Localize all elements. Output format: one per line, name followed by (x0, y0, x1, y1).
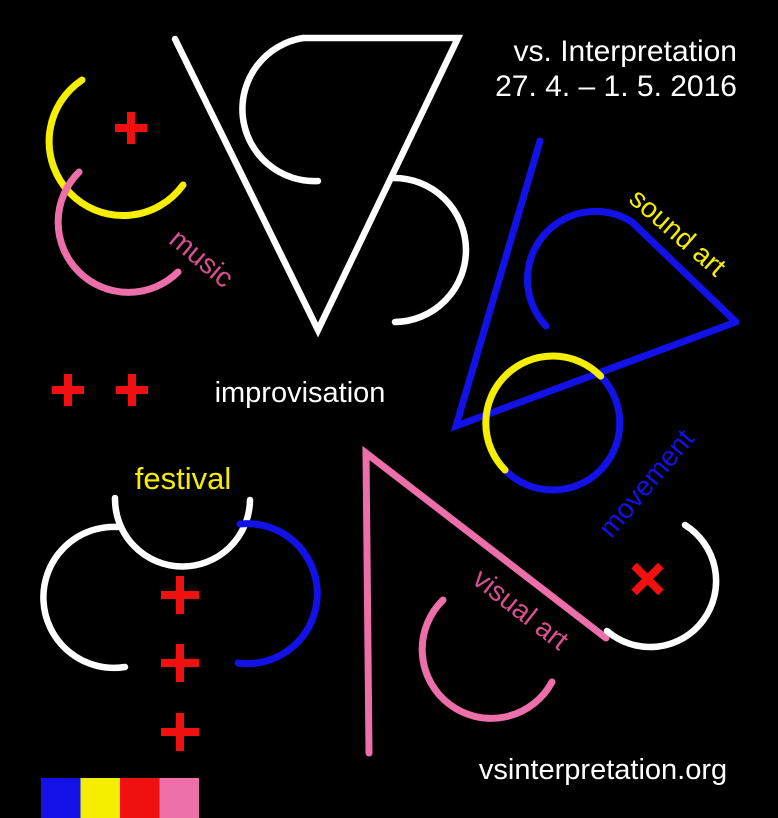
white-triangle-outline (171, 34, 464, 338)
pink-triangle-lines (362, 445, 610, 757)
white-left-arc (40, 523, 129, 672)
blue-triangle-lines (450, 137, 740, 432)
circle-blue-segment (501, 372, 624, 494)
label-improvisation: improvisation (215, 377, 386, 409)
pink-arc (54, 168, 182, 296)
color-swatch-bar (41, 778, 199, 818)
plus-icon (52, 374, 84, 406)
cluster-bottom-left (40, 494, 321, 751)
color-swatch-red (120, 778, 160, 818)
blue-inner-arc (524, 207, 740, 330)
color-swatch-blue (41, 778, 81, 818)
circle-yellow-segment (482, 352, 605, 474)
plus-icon (116, 374, 148, 406)
white-inner-arc (239, 34, 322, 185)
plus-icon (161, 713, 199, 751)
plus-column (161, 576, 199, 751)
white-bottom-semicircle (111, 494, 254, 570)
label-festival: festival (135, 461, 231, 496)
white-tail-arc (603, 521, 720, 651)
poster-title: vs. Interpretation (514, 35, 737, 68)
color-swatch-yellow (80, 778, 120, 818)
vs-logo-blue (450, 137, 740, 494)
yellow-arc (45, 76, 187, 220)
white-side-arc (389, 174, 470, 326)
rotated-plus-icon (631, 562, 664, 596)
color-swatch-pink (159, 778, 199, 818)
pink-inner-arc (418, 596, 556, 722)
poster-dates: 27. 4. – 1. 5. 2016 (495, 70, 737, 103)
website-url: vsinterpretation.org (479, 754, 727, 786)
poster-header: vs. Interpretation 27. 4. – 1. 5. 2016 (495, 35, 737, 103)
blue-right-arc (234, 520, 321, 668)
cluster-mid-left (52, 374, 148, 406)
vs-logo-pink (362, 445, 720, 757)
plus-icon (161, 644, 199, 682)
plus-icon (115, 112, 147, 144)
vs-logo-white (171, 34, 470, 338)
cluster-top-left (45, 76, 187, 296)
plus-icon (161, 576, 199, 614)
